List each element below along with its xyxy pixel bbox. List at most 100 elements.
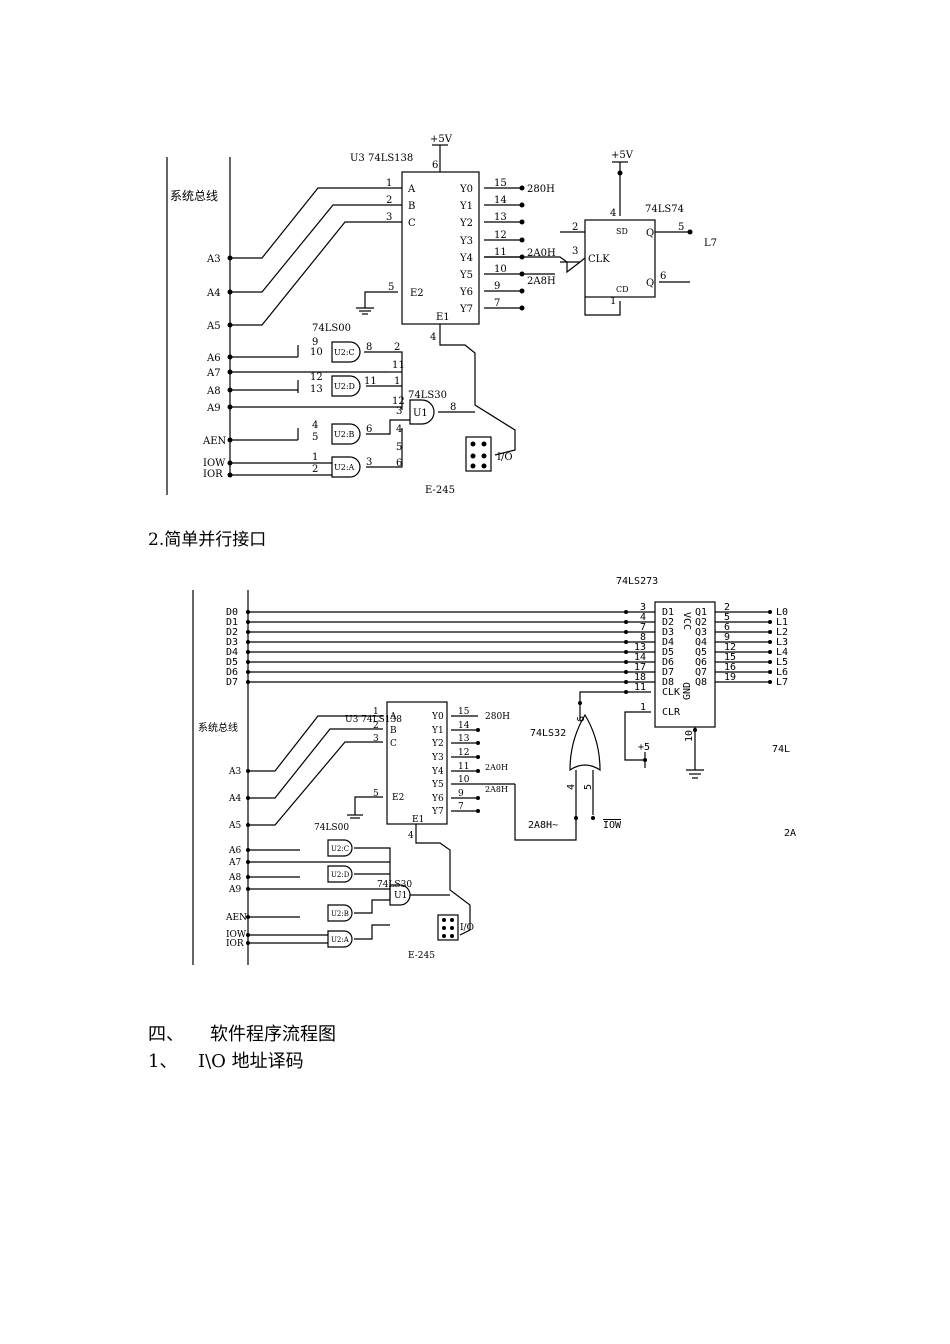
pin: 4 <box>430 332 436 343</box>
iow-label: IOW <box>603 820 622 831</box>
gate-label: U2:C <box>334 348 355 357</box>
pin: 4 <box>640 612 646 623</box>
pin: 5 <box>724 612 730 623</box>
output-label: Y1 <box>431 726 444 736</box>
ff-qbar: Q <box>646 278 654 289</box>
gate-label: U2:A <box>331 936 350 944</box>
q-name: Q1 <box>695 607 707 618</box>
pin: 14 <box>494 195 507 206</box>
pin: 3 <box>640 602 646 613</box>
bus-signal: A7 <box>206 368 221 379</box>
addr-2a0h: 2A0H <box>527 248 556 259</box>
pin: 18 <box>634 672 646 683</box>
pin: 13 <box>494 212 507 223</box>
output-label: Y7 <box>459 304 473 315</box>
pin: 7 <box>458 802 464 812</box>
pin: 17 <box>634 662 646 673</box>
addr-2a8h: 2A8H <box>527 276 556 287</box>
output-label: Y3 <box>431 753 444 763</box>
data-line: D5 <box>226 657 238 668</box>
gate-label: U2:D <box>334 382 355 391</box>
output-label: Y2 <box>459 218 473 229</box>
pin: 5 <box>396 442 402 453</box>
bus-signal: A8 <box>228 873 241 883</box>
chip-74ls00: 74LS00 <box>314 823 349 833</box>
input-b: B <box>408 201 415 212</box>
pin: 12 <box>310 372 323 383</box>
section-number: 四、 <box>148 1024 184 1045</box>
q-name: Q6 <box>695 657 707 668</box>
addr-280h: 280H <box>485 712 510 722</box>
data-line: D0 <box>226 607 238 618</box>
bus-signal: A3 <box>206 254 221 265</box>
bus-signal: A8 <box>206 386 221 397</box>
pin: 4 <box>396 424 402 435</box>
pin: 4 <box>408 831 414 841</box>
pin: 3 <box>396 406 402 417</box>
pin: 9 <box>458 789 464 799</box>
pin: 7 <box>494 298 500 309</box>
d-name: D4 <box>662 637 674 648</box>
pin: 3 <box>373 734 379 744</box>
data-line: D7 <box>226 677 238 688</box>
pin: 12 <box>724 642 736 653</box>
pin: 6 <box>660 271 666 282</box>
pin: 15 <box>724 652 736 663</box>
u3-label: U3 74LS138 <box>350 153 413 164</box>
d-name: D6 <box>662 657 674 668</box>
addr-2a8h: 2A8H~ <box>528 820 558 831</box>
q-name: Q7 <box>695 667 707 678</box>
gate-label: U2:B <box>331 910 349 918</box>
led-output: L1 <box>776 617 788 628</box>
output-label: Y4 <box>459 253 473 264</box>
q-name: Q8 <box>695 677 707 688</box>
jumper-label: E-245 <box>408 951 435 961</box>
pin: 15 <box>458 707 470 717</box>
gate-label: U2:B <box>334 430 355 439</box>
chip-74ls273: 74LS273 <box>616 576 658 587</box>
pin: 1 <box>640 702 646 713</box>
chip-74ls74: 74LS74 <box>645 204 684 215</box>
pin: 14 <box>634 652 646 663</box>
input-c: C <box>408 218 416 229</box>
pin: 2 <box>373 721 379 731</box>
vcc-pin: 6 <box>432 160 438 171</box>
data-line: D3 <box>226 637 238 648</box>
pin: 1 <box>312 452 318 463</box>
pin: 6 <box>396 458 402 469</box>
led-output: L7 <box>776 677 788 688</box>
ff-cd: CD <box>616 285 629 294</box>
pin: 13 <box>310 384 323 395</box>
pin: 2 <box>312 464 318 475</box>
bus-label: 系统总线 <box>198 721 238 734</box>
io-label: I/O <box>460 923 474 933</box>
ff-q: Q <box>646 228 654 239</box>
pin: 11 <box>392 360 405 371</box>
q-name: Q3 <box>695 627 707 638</box>
pin: 1 <box>610 296 616 307</box>
output-label: Y1 <box>459 201 473 212</box>
output-label: Y4 <box>431 767 444 777</box>
pin: 11 <box>634 682 646 693</box>
pin: 2 <box>724 602 730 613</box>
gnd-label: GND <box>682 682 693 700</box>
ff-sd: SD <box>616 227 628 236</box>
bus-signal: A5 <box>228 821 241 831</box>
u1-label: U1 <box>394 891 407 901</box>
u3-label: U3 74LS138 <box>345 715 402 725</box>
pin: 9 <box>312 337 318 348</box>
item-title: I\O 地址译码 <box>198 1051 304 1072</box>
bus-signal: IOW <box>226 930 247 940</box>
pin: 2 <box>572 222 578 233</box>
pin: 10 <box>494 264 507 275</box>
output-label: Y2 <box>431 739 444 749</box>
item-number: 1、 <box>148 1051 178 1072</box>
bus-signal: A6 <box>206 353 221 364</box>
input-a: A <box>407 184 416 195</box>
pin: 5 <box>373 789 379 799</box>
data-line: D1 <box>226 617 238 628</box>
bus-signal: A9 <box>228 885 241 895</box>
pin: 1 <box>373 707 379 717</box>
data-line: D6 <box>226 667 238 678</box>
d-name: D8 <box>662 677 674 688</box>
